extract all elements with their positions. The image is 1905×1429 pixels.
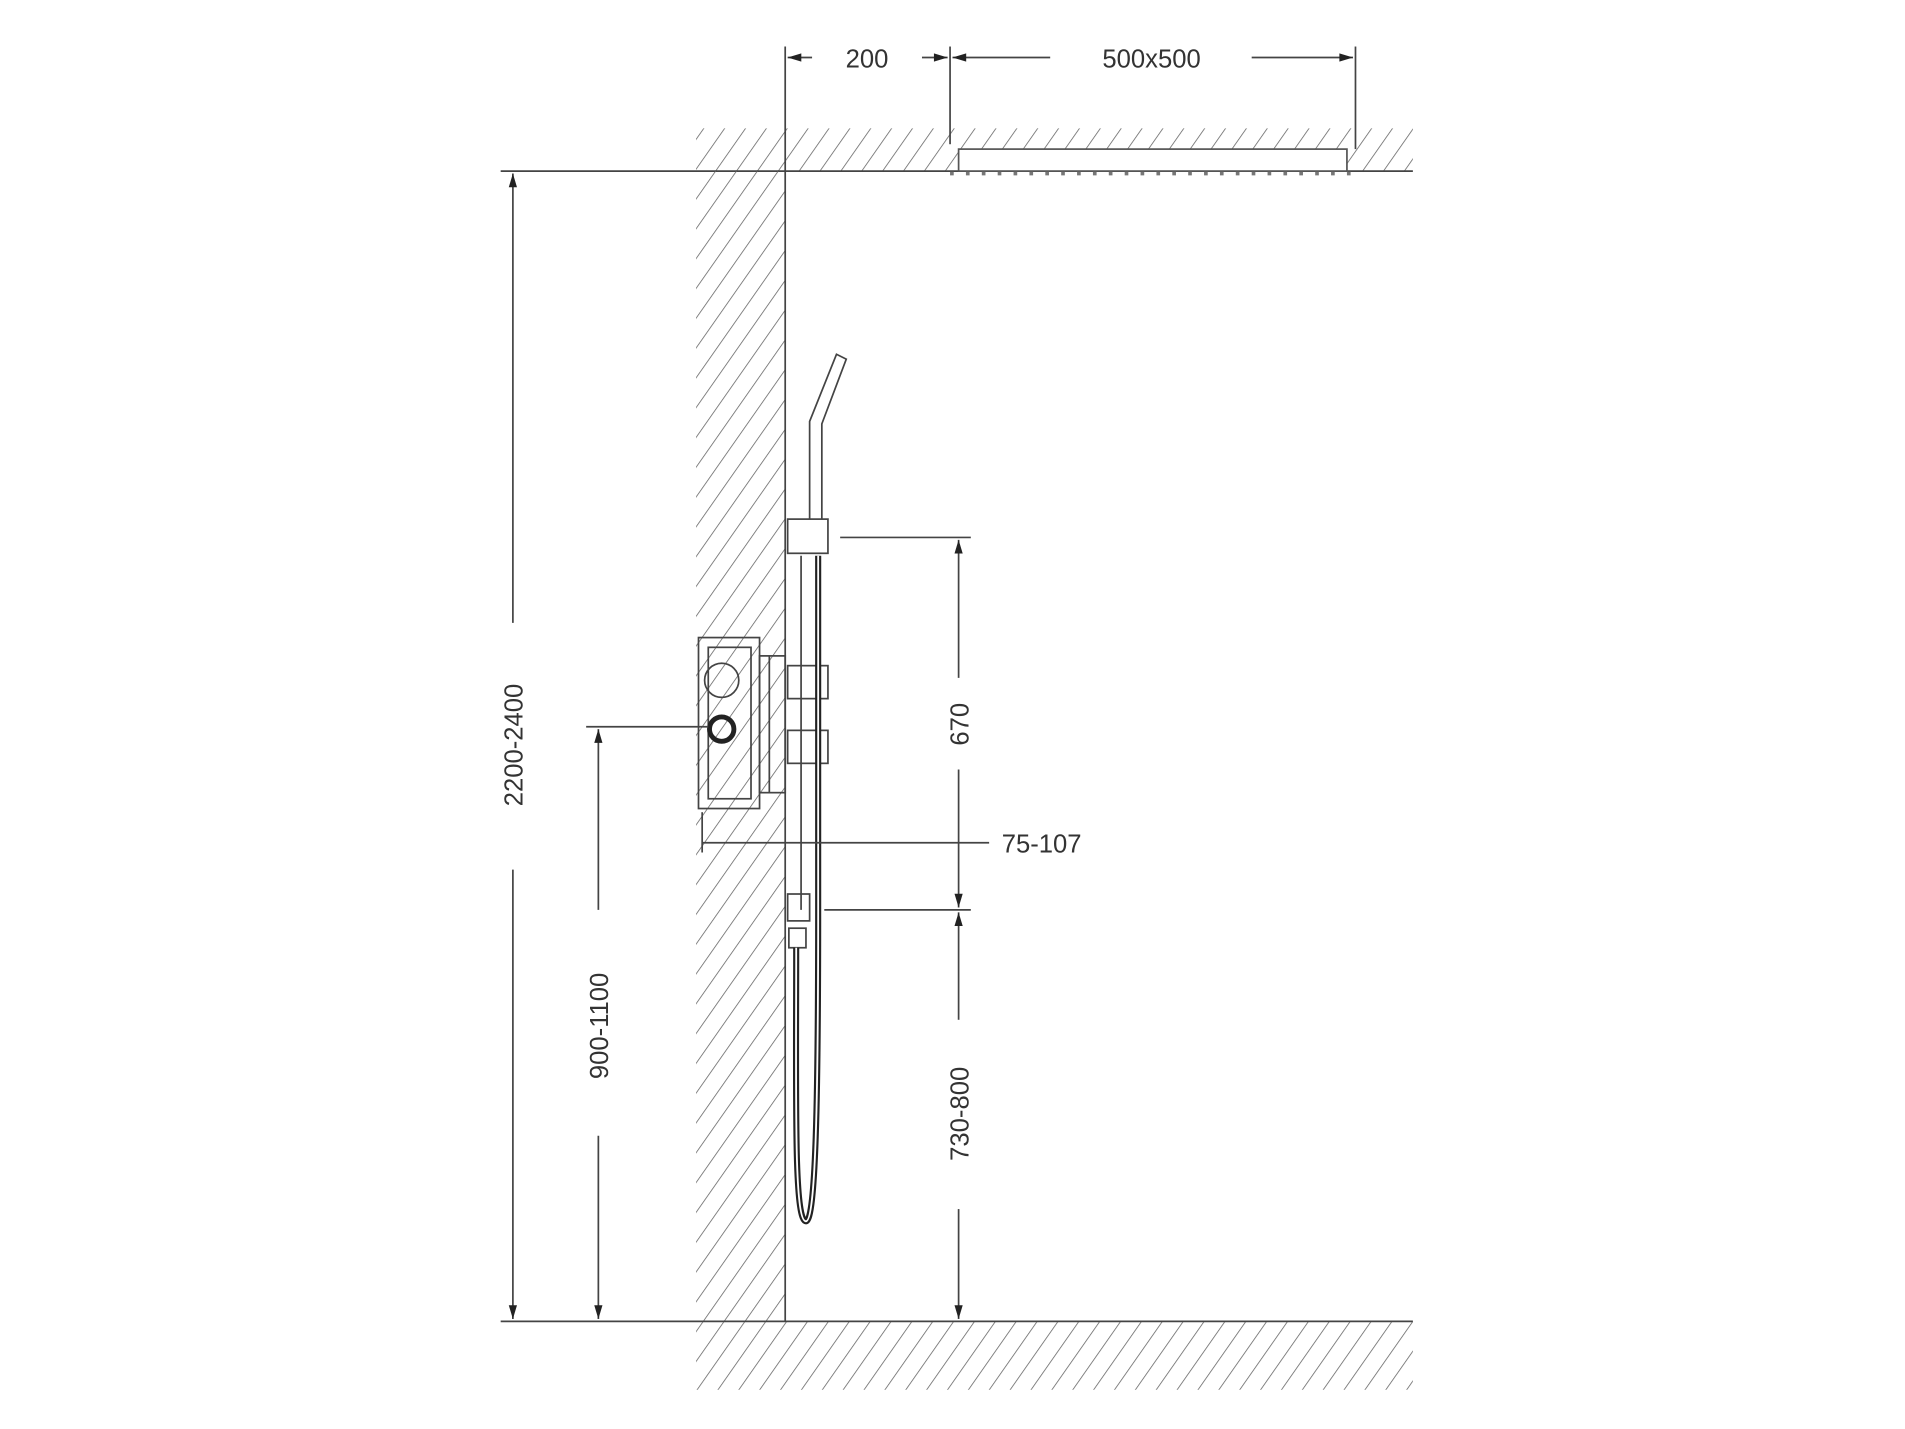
dim-label-200: 200 — [846, 45, 889, 73]
shower-hose — [792, 555, 822, 1225]
dim-label-75-107: 75-107 — [1002, 830, 1082, 858]
dim-2200-2400: 2200-2400 — [501, 173, 529, 1319]
dim-label-670: 670 — [946, 703, 974, 746]
dim-label-730-800: 730-800 — [946, 1067, 974, 1161]
dim-75-107: 75-107 — [701, 812, 1082, 858]
slide-rail — [786, 518, 829, 949]
dim-900-1100: 900-1100 — [586, 725, 709, 1319]
dim-730-800: 730-800 — [946, 912, 974, 1319]
dim-label-500x500: 500x500 — [1102, 45, 1200, 73]
floor — [500, 1320, 1413, 1390]
wall — [696, 46, 787, 1322]
hand-shower — [808, 353, 848, 520]
rain-shower-head — [950, 148, 1354, 176]
thermostatic-mixer — [697, 636, 829, 810]
dim-500x500: 500x500 — [952, 45, 1354, 73]
dim-200: 200 — [787, 45, 1357, 150]
dim-label-2200-2400: 2200-2400 — [501, 684, 529, 807]
dim-670: 670 — [824, 536, 974, 911]
dim-label-900-1100: 900-1100 — [586, 973, 614, 1079]
